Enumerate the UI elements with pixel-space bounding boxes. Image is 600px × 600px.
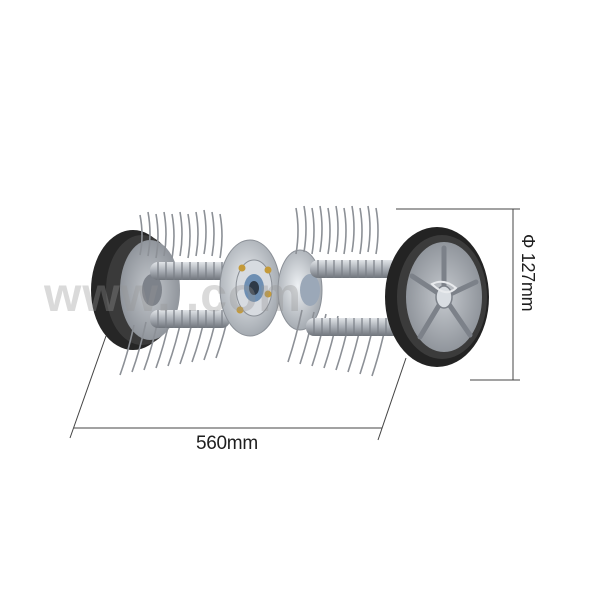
width-dimension-label: 560mm bbox=[196, 433, 258, 454]
bolt bbox=[238, 264, 246, 272]
watermark: www. .com bbox=[44, 269, 302, 322]
retaining-clip bbox=[430, 280, 458, 294]
right-wheel bbox=[385, 227, 489, 367]
right-upper-shaft bbox=[310, 260, 400, 278]
dimension-lines bbox=[69, 208, 520, 441]
diameter-dimension-label: Φ 127mm bbox=[518, 234, 538, 312]
